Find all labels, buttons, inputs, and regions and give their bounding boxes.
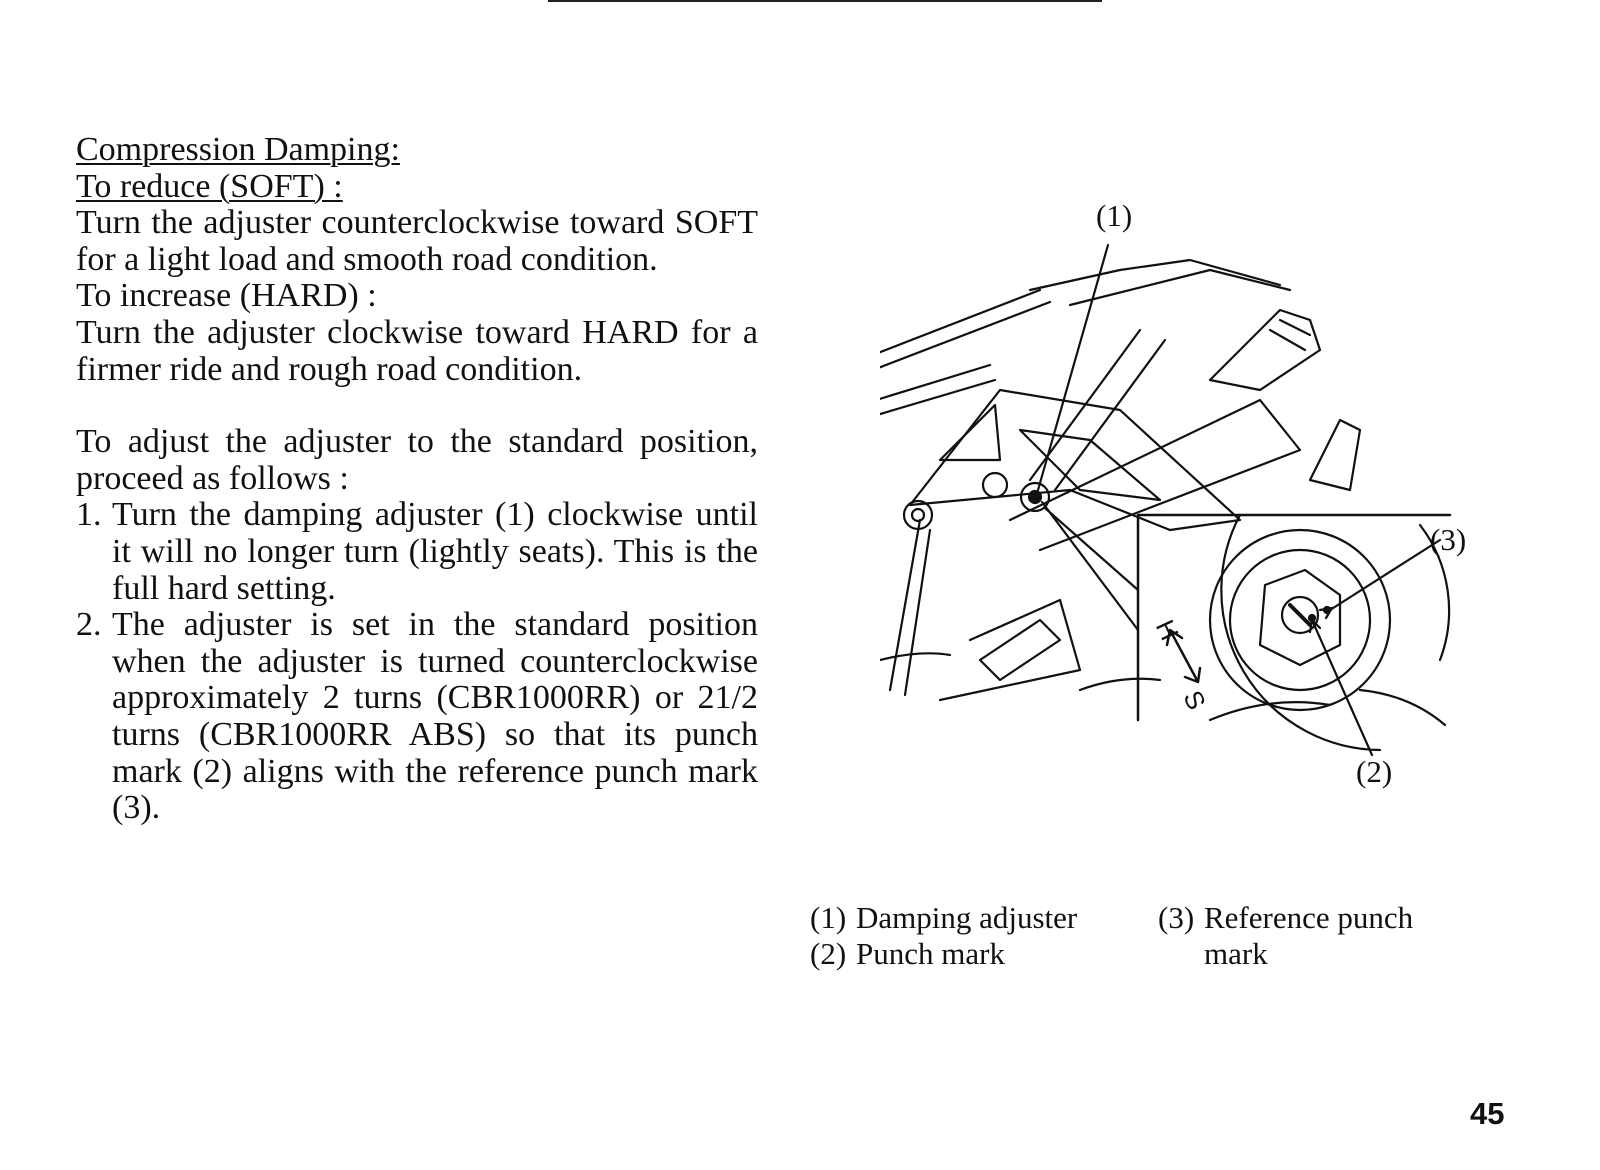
step-1: 1. Turn the damping adjuster (1) clockwi… [76,497,758,607]
callout-leader-1 [1036,243,1110,492]
caption-label: Damping adjuster [856,900,1078,935]
callout-arrowhead [1308,606,1334,634]
adjust-direction-arrow [1165,628,1202,684]
step-number: 2. [76,606,102,644]
swingarm-cutout [938,403,1162,502]
caption-number: (1) [810,900,847,935]
standard-intro: To adjust the adjuster to the standard p… [76,423,758,497]
tire-arc [1208,688,1447,727]
callout-leader-3 [1328,538,1442,612]
pivot-bolt-inner [910,507,926,523]
caption-item-3: (3) Reference punch [1158,900,1413,936]
subframe [1028,258,1292,307]
pivot-bolt [902,499,934,531]
top-rule [548,0,1102,2]
inset-frame [1136,513,1452,722]
inset-adjuster-hex [1258,568,1342,667]
inset-adjuster-slot [1288,603,1312,627]
caption-number: (2) [810,936,847,971]
linkage [888,518,1082,702]
chain [880,652,1162,692]
mount-bolt [981,471,1009,499]
caption-number: (3) [1158,900,1195,935]
chain-guard [978,618,1062,682]
caption-item-3-cont: mark [1158,936,1413,972]
step-text: The adjuster is set in the standard posi… [112,606,758,827]
callout-3: (3) [1430,522,1467,557]
rear-shock-illustration [880,243,1452,757]
caption-item-2: (2) Punch mark [810,936,1077,972]
reduce-text: Turn the adjuster counterclockwise towar… [76,204,758,278]
damping-adjuster [1019,481,1051,513]
inset-adjuster-knob [1280,595,1320,635]
caption-left: (1) Damping adjuster (2) Punch mark [810,900,1077,972]
passenger-footpeg [1208,308,1322,392]
damping-adjuster-inner [1027,489,1043,505]
frame-rail [880,288,1052,416]
caption-label: Punch mark [856,936,1005,971]
callout-leader-2 [1310,618,1374,757]
step-number: 1. [76,496,102,534]
page-number: 45 [1470,1096,1505,1131]
reduce-label: To reduce (SOFT) : [76,167,343,205]
instruction-text: Compression Damping: To reduce (SOFT) : … [76,131,758,827]
section-heading: Compression Damping: [76,131,400,168]
caption-label-cont: mark [1204,936,1268,971]
caption-right: (3) Reference punch mark [1158,900,1413,972]
rider-footpeg [1308,418,1362,492]
caption-item-1: (1) Damping adjuster [810,900,1077,936]
inset-pointer [1040,500,1140,632]
inset-adjuster-ring [1208,528,1392,712]
increase-text: Turn the adjuster clockwise toward HARD … [76,313,758,388]
inset-outer-arc [1220,513,1451,752]
caption-label: Reference punch [1204,900,1414,935]
callout-2: (2) [1356,754,1393,789]
callout-1: (1) [1096,198,1133,233]
inset-adjuster-ring-inner [1228,548,1372,692]
step-2: 2. The adjuster is set in the standard p… [76,606,758,827]
step-text: Turn the damping adjuster (1) clockwise … [112,496,758,607]
increase-label: To increase (HARD) : [76,277,377,315]
